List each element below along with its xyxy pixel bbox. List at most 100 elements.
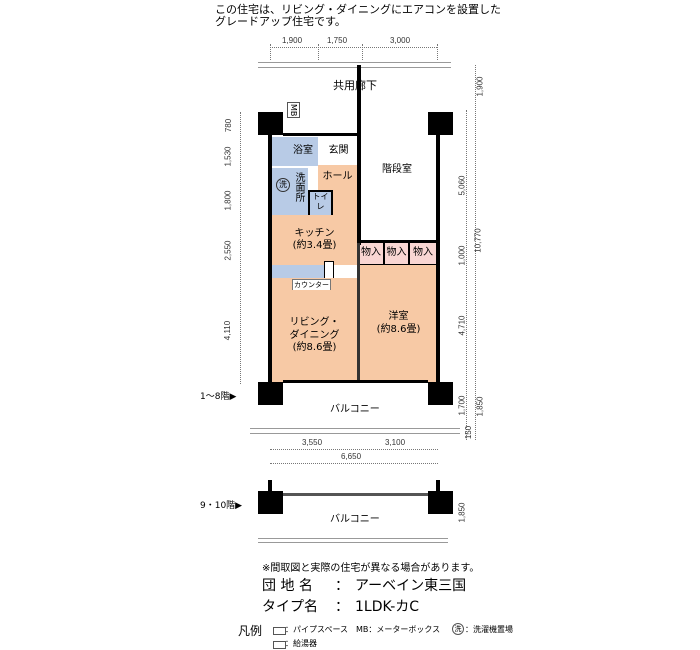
water-heater-icon — [273, 641, 286, 649]
living-label-2: ダイニング — [289, 329, 340, 341]
wall — [268, 480, 272, 492]
dim-line — [270, 449, 438, 450]
dim-line — [466, 110, 467, 440]
balcony-edge — [250, 428, 460, 429]
dim-right-5060: 5,060 — [457, 175, 467, 196]
dim-left-1800: 1,800 — [223, 190, 233, 211]
dim-left-4110: 4,110 — [223, 320, 233, 341]
washer-icon: 洗 — [452, 623, 464, 635]
dim-right-1850: 1,850 — [475, 396, 485, 417]
washer-icon: 洗 — [276, 178, 290, 192]
wall — [357, 65, 361, 245]
entrance: 玄関 — [320, 137, 357, 165]
counter-sink — [272, 265, 324, 278]
type-name: 1LDK-カC — [355, 599, 420, 615]
wall — [283, 493, 428, 496]
dim-line — [475, 65, 476, 440]
top-dim-line — [270, 47, 437, 48]
western-size: (約8.6畳) — [376, 323, 421, 335]
wall — [283, 380, 428, 383]
pillar — [428, 382, 453, 405]
legend-title: 凡例 — [238, 624, 263, 638]
kitchen-size: (約3.4畳) — [292, 240, 337, 251]
dim-right-150: 150 — [464, 425, 474, 440]
living-dining: リビング・ダイニング(約8.6畳) — [272, 290, 357, 382]
type-label: タイプ名 — [262, 599, 318, 615]
living-label-1: リビング・ — [289, 317, 340, 329]
dim-top-1: 1,900 — [282, 36, 303, 45]
storage-label: 物入 — [386, 247, 407, 259]
legend-meter-box: MB：メーターボックス — [356, 625, 441, 634]
western-room: 洋室(約8.6畳) — [360, 265, 437, 382]
dim-right-1900: 1,900 — [475, 76, 485, 97]
dim-right-1000: 1,000 — [457, 245, 467, 266]
dim-bottom-3550: 3,550 — [302, 438, 323, 447]
legend-washer: ：洗濯機置場 — [465, 625, 513, 634]
dim-tick — [270, 44, 271, 60]
stairwell-label: 階段室 — [382, 163, 412, 175]
corridor-line — [258, 67, 451, 68]
dim-right-total: 10,770 — [473, 228, 483, 253]
pillar — [428, 491, 453, 514]
dim-left-1530: 1,530 — [223, 146, 233, 167]
hall-label: ホール — [322, 171, 353, 182]
header-line-2: グレードアップ住宅です。 — [215, 15, 346, 28]
pillar — [258, 112, 283, 135]
storage-3: 物入 — [409, 242, 437, 265]
separator: ： — [335, 599, 349, 615]
estate-name: アーベイン東三国 — [355, 578, 467, 594]
storage-label: 物入 — [413, 247, 433, 259]
balcony-edge — [250, 433, 460, 434]
bathroom: 浴室 — [272, 137, 318, 166]
storage-label: 物入 — [361, 247, 381, 259]
meter-box: MB — [287, 102, 300, 119]
dim-line — [240, 112, 241, 384]
dim-top-2: 1,750 — [327, 36, 348, 45]
balcony-label-2: バルコニー — [330, 514, 380, 525]
wall — [283, 133, 357, 136]
western-label: 洋室 — [388, 311, 409, 322]
balcony-edge — [258, 538, 448, 539]
wall — [357, 243, 360, 383]
dim-balcony2: 1,850 — [457, 502, 467, 523]
wall — [436, 480, 440, 492]
kitchen: キッチン(約3.4畳) — [272, 215, 357, 265]
living-size: (約8.6畳) — [292, 342, 337, 354]
disclaimer: ※間取図と実際の住宅が異なる場合があります。 — [262, 563, 480, 574]
wall — [436, 135, 440, 385]
dim-right-1700: 1,700 — [457, 395, 467, 416]
entrance-label: 玄関 — [328, 144, 349, 156]
pillar — [258, 491, 283, 514]
wall — [268, 135, 272, 385]
pillar — [428, 112, 453, 135]
dim-left-780: 780 — [224, 118, 234, 133]
dim-tick — [437, 44, 438, 60]
separator: ： — [335, 578, 349, 594]
dim-tick — [318, 44, 319, 60]
floor-label-9-10: 9・10階▶ — [200, 501, 243, 511]
wall — [357, 240, 440, 243]
legend-water-heater: ：給湯器 — [285, 639, 317, 648]
washroom — [272, 168, 308, 215]
header-line-1: この住宅は、リビング・ダイニングにエアコンを設置した — [215, 3, 501, 16]
dim-bottom-6650: 6,650 — [341, 452, 362, 461]
storage-2: 物入 — [384, 242, 409, 265]
corridor-line — [258, 62, 451, 63]
legend-pipe-space: ：パイプスペース — [285, 625, 349, 634]
balcony-label: バルコニー — [330, 404, 380, 415]
dim-tick — [362, 44, 363, 60]
pipe-space-icon — [273, 627, 286, 635]
dim-top-3: 3,000 — [390, 36, 411, 45]
washroom-label: 洗面所 — [293, 172, 304, 202]
dim-left-2550: 2,550 — [223, 240, 233, 261]
pillar — [258, 382, 283, 405]
floor-label-1-8: 1～8階▶ — [200, 392, 237, 402]
dim-line — [270, 463, 438, 464]
corridor-label: 共用廊下 — [333, 79, 377, 92]
storage-1: 物入 — [358, 242, 384, 265]
estate-label: 団 地 名 — [262, 578, 313, 594]
dim-right-4710: 4,710 — [457, 315, 467, 336]
stairwell: 階段室 — [357, 100, 437, 240]
bathroom-label: 浴室 — [293, 145, 313, 157]
